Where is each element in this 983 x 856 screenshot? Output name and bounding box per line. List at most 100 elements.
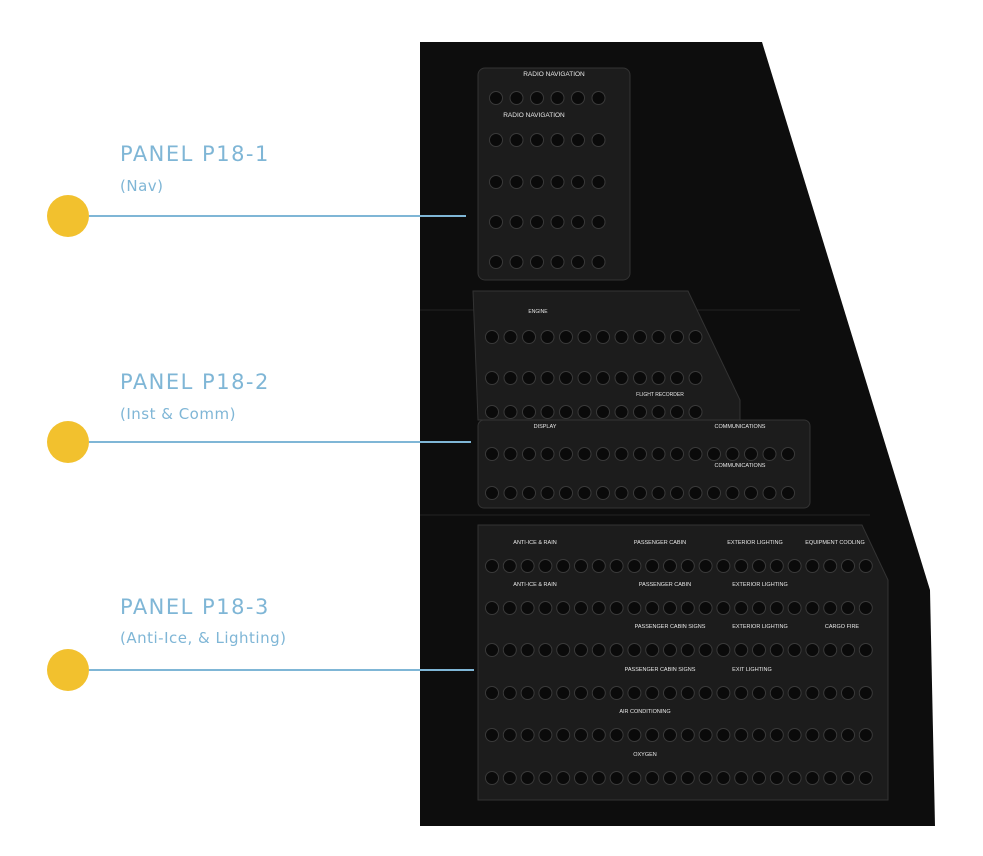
circuit-breaker-knob bbox=[571, 215, 585, 229]
circuit-breaker-knob bbox=[559, 486, 573, 500]
circuit-breaker-knob bbox=[680, 601, 695, 615]
circuit-breaker-knob bbox=[574, 559, 588, 573]
circuit-breaker-knob bbox=[522, 330, 536, 344]
circuit-breaker-knob bbox=[577, 371, 592, 385]
circuit-breaker-knob bbox=[540, 486, 555, 500]
circuit-breaker-knob bbox=[698, 686, 713, 700]
flight-recorder-label: FLIGHT RECORDER bbox=[636, 392, 684, 398]
air-conditioning-label: AIR CONDITIONING bbox=[619, 709, 670, 715]
circuit-breaker-knob bbox=[509, 255, 524, 269]
circuit-breaker-knob bbox=[609, 686, 624, 700]
circuit-breaker-knob bbox=[485, 405, 499, 419]
circuit-breaker-knob bbox=[858, 643, 873, 657]
circuit-breaker-knob bbox=[489, 215, 503, 229]
circuit-breaker-knob bbox=[538, 771, 553, 785]
nav-header-2: RADIO NAVIGATION bbox=[503, 112, 565, 119]
circuit-breaker-knob bbox=[591, 175, 606, 189]
passenger-cabin-label-2: PASSENGER CABIN bbox=[639, 582, 691, 588]
passenger-cabin-signs-label-2: PASSENGER CABIN SIGNS bbox=[625, 667, 696, 673]
circuit-breaker-knob bbox=[596, 447, 610, 461]
circuit-breaker-knob bbox=[716, 728, 731, 742]
circuit-breaker-knob bbox=[502, 686, 517, 700]
circuit-breaker-knob bbox=[609, 601, 624, 615]
leader-line-p18-2 bbox=[89, 441, 471, 443]
circuit-breaker-knob bbox=[591, 133, 606, 147]
circuit-breaker-knob bbox=[762, 447, 777, 461]
exit-lighting-label: EXIT LIGHTING bbox=[732, 667, 772, 673]
circuit-breaker-knob bbox=[858, 686, 873, 700]
circuit-breaker-knob bbox=[769, 601, 784, 615]
circuit-breaker-knob bbox=[734, 643, 749, 657]
circuit-breaker-knob bbox=[680, 559, 695, 573]
circuit-breaker-knob bbox=[823, 686, 838, 700]
engine-label: ENGINE bbox=[528, 309, 548, 315]
circuit-breaker-knob bbox=[698, 771, 713, 785]
circuit-breaker-knob bbox=[841, 728, 855, 742]
circuit-breaker-knob bbox=[520, 686, 535, 700]
circuit-breaker-knob bbox=[596, 371, 610, 385]
circuit-breaker-knob bbox=[645, 601, 660, 615]
panel-p18-1: RADIO NAVIGATION RADIO NAVIGATION bbox=[477, 67, 631, 281]
circuit-breaker-knob bbox=[734, 728, 749, 742]
circuit-breaker-knob bbox=[645, 686, 660, 700]
circuit-breaker-knob bbox=[805, 559, 820, 573]
circuit-breaker-knob bbox=[609, 728, 624, 742]
circuit-breaker-knob bbox=[734, 686, 749, 700]
circuit-breaker-knob bbox=[559, 447, 573, 461]
circuit-breaker-knob bbox=[614, 486, 629, 500]
circuit-breaker-knob bbox=[556, 686, 571, 700]
circuit-breaker-knob bbox=[559, 405, 573, 419]
callout-dot-p18-2 bbox=[47, 421, 89, 463]
circuit-breaker-knob bbox=[550, 255, 565, 269]
circuit-breaker-knob bbox=[716, 559, 731, 573]
circuit-breaker-knob bbox=[614, 371, 629, 385]
circuit-breaker-knob bbox=[787, 686, 802, 700]
circuit-breaker-knob bbox=[707, 447, 721, 461]
anti-ice-label-2: ANTI-ICE & RAIN bbox=[513, 582, 556, 588]
equipment-cooling-label: EQUIPMENT COOLING bbox=[805, 540, 865, 546]
exterior-lighting-label-1: EXTERIOR LIGHTING bbox=[727, 540, 783, 546]
circuit-breaker-knob bbox=[522, 447, 536, 461]
circuit-breaker-knob bbox=[716, 771, 731, 785]
circuit-breaker-knob bbox=[663, 643, 677, 657]
circuit-breaker-knob bbox=[627, 601, 642, 615]
circuit-breaker-knob bbox=[614, 447, 629, 461]
circuit-breaker-knob bbox=[841, 771, 855, 785]
circuit-breaker-knob bbox=[591, 686, 606, 700]
circuit-breaker-knob bbox=[571, 255, 585, 269]
circuit-breaker-knob bbox=[645, 643, 660, 657]
circuit-breaker-knob bbox=[574, 643, 588, 657]
circuit-breaker-knob bbox=[805, 643, 820, 657]
callout-title-p18-3: PANEL P18-3 bbox=[120, 595, 270, 619]
circuit-breaker-knob bbox=[787, 771, 802, 785]
circuit-breaker-knob bbox=[858, 601, 873, 615]
circuit-breaker-knob bbox=[688, 371, 703, 385]
circuit-breaker-knob bbox=[550, 133, 565, 147]
oxygen-label: OXYGEN bbox=[633, 752, 657, 758]
circuit-breaker-knob bbox=[596, 405, 610, 419]
circuit-breaker-knob bbox=[538, 601, 553, 615]
callout-subtitle-p18-2: (Inst & Comm) bbox=[120, 405, 236, 423]
circuit-breaker-knob bbox=[627, 728, 642, 742]
circuit-breaker-knob bbox=[688, 486, 703, 500]
callout-title-p18-1: PANEL P18-1 bbox=[120, 142, 270, 166]
circuit-breaker-knob bbox=[591, 771, 606, 785]
circuit-breaker-knob bbox=[556, 559, 571, 573]
circuit-breaker-knob bbox=[633, 447, 647, 461]
circuit-breaker-knob bbox=[670, 330, 684, 344]
circuit-breaker-knob bbox=[609, 559, 624, 573]
circuit-breaker-knob bbox=[752, 771, 766, 785]
circuit-breaker-knob bbox=[538, 728, 553, 742]
circuit-breaker-knob bbox=[633, 330, 647, 344]
circuit-breaker-knob bbox=[503, 371, 518, 385]
circuit-breaker-knob bbox=[688, 405, 703, 419]
circuit-breaker-knob bbox=[651, 405, 666, 419]
circuit-breaker-knob bbox=[787, 643, 802, 657]
leader-line-p18-3 bbox=[89, 669, 474, 671]
circuit-breaker-knob bbox=[530, 91, 544, 105]
exterior-lighting-label-3: EXTERIOR LIGHTING bbox=[732, 624, 788, 630]
circuit-breaker-knob bbox=[752, 559, 766, 573]
circuit-breaker-knob bbox=[744, 447, 758, 461]
circuit-breaker-knob bbox=[530, 133, 544, 147]
circuit-breaker-knob bbox=[805, 686, 820, 700]
